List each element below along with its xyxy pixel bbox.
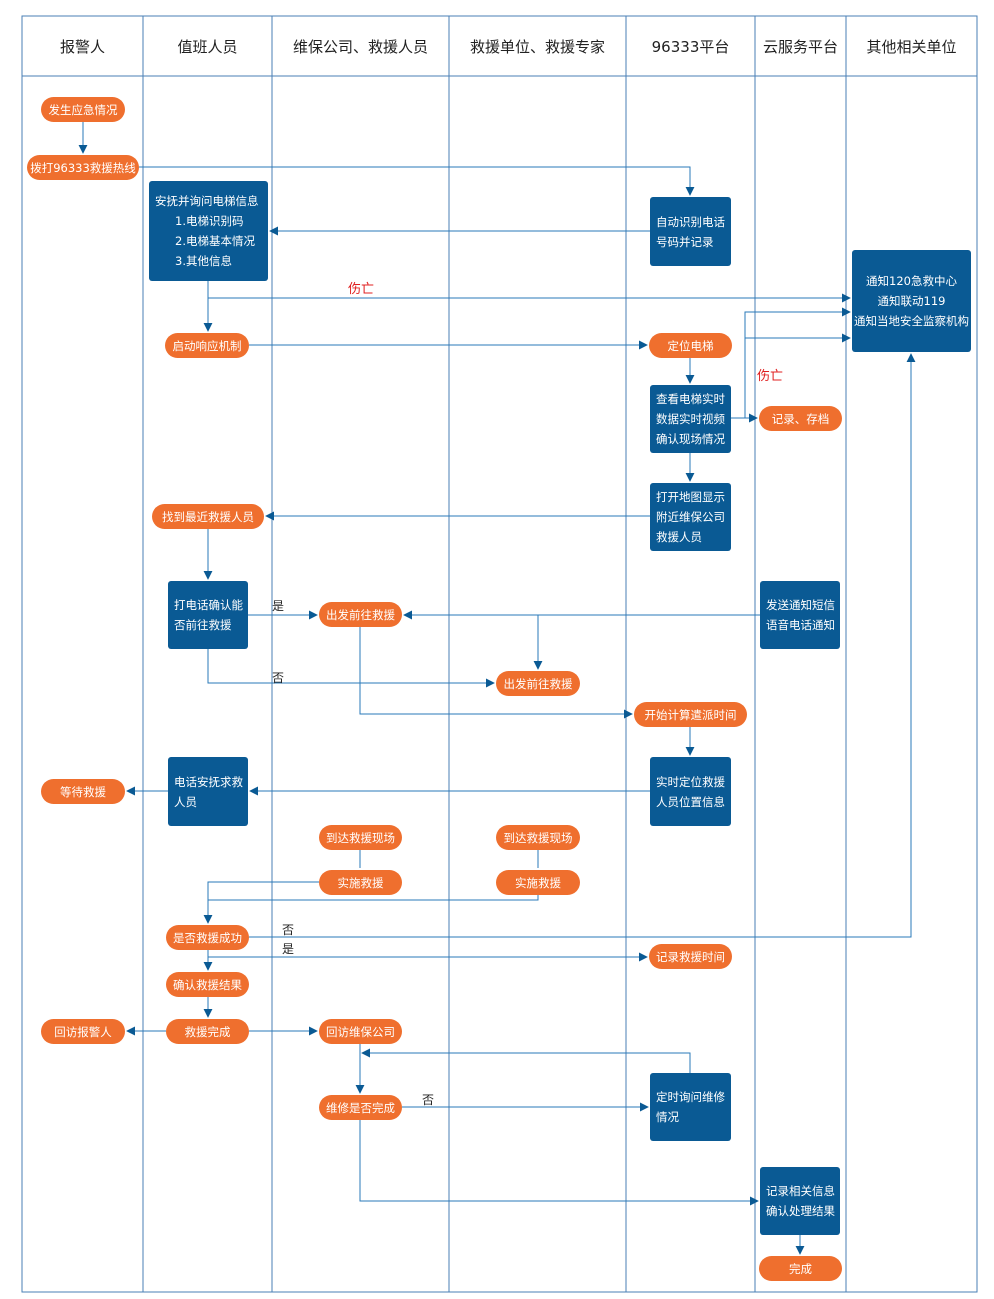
node-start-dispatch-timer: 开始计算遣派时间 xyxy=(634,702,747,727)
edge-check-yes xyxy=(207,950,648,962)
node-record-info-confirm: 记录相关信息 确认处理结果 xyxy=(760,1167,840,1235)
node-text-line: 打电话确认能 xyxy=(174,598,243,612)
node-text-line: 人员位置信息 xyxy=(656,794,725,809)
node-notify-agencies: 通知120急救中心 通知联动119 通知当地安全监察机构 xyxy=(852,250,971,352)
edge-perform-to-check xyxy=(203,881,319,924)
node-text-line: 记录相关信息 xyxy=(766,1184,835,1198)
node-text-line: 自动识别电话 xyxy=(656,214,725,229)
node-text-line: 情况 xyxy=(656,1110,679,1124)
label-yes-depart: 是 xyxy=(272,599,285,613)
node-depart-rescue-maintenance: 出发前往救援 xyxy=(319,602,402,627)
label-no-success: 否 xyxy=(282,923,295,937)
label-yes-success: 是 xyxy=(282,942,295,956)
node-text-line: 查看电梯实时 xyxy=(656,392,725,406)
node-call-confirm: 打电话确认能 否前往救援 xyxy=(168,581,248,649)
node-arrive-scene-rescue-unit: 到达救援现场 xyxy=(496,825,580,850)
node-text-line: 数据实时视频 xyxy=(656,412,725,426)
node-open-map: 打开地图显示 附近维保公司 救援人员 xyxy=(650,483,731,551)
node-text-line: 号码并记录 xyxy=(656,234,714,249)
edge-repair-to-record xyxy=(359,1120,759,1206)
node-call-hotline: 拨打96333救援热线 xyxy=(27,155,139,180)
node-locate-elevator: 定位电梯 xyxy=(649,333,732,358)
node-record-archive: 记录、存档 xyxy=(759,406,842,431)
node-text-line: 否前往救援 xyxy=(174,618,232,632)
node-text-line: 定时询问维修 xyxy=(656,1090,725,1104)
node-perform-rescue-maintenance: 实施救援 xyxy=(319,870,402,895)
lane-header-duty-staff: 值班人员 xyxy=(177,37,238,56)
node-text-line: 语音电话通知 xyxy=(766,618,835,632)
node-wait-rescue: 等待救援 xyxy=(41,779,125,804)
node-text-line: 确认处理结果 xyxy=(766,1204,835,1218)
node-text-line: 1.电梯识别码 xyxy=(175,214,244,228)
node-phone-comfort: 电话安抚求救 人员 xyxy=(168,757,248,826)
node-text-line: 打开地图显示 xyxy=(656,490,725,504)
edge-call-no xyxy=(207,649,495,688)
lane-header-reporter: 报警人 xyxy=(59,37,105,56)
node-text-line: 实时定位救援 xyxy=(656,774,725,789)
node-text-line: 电话安抚求救 xyxy=(174,774,243,789)
label-casualty-2: 伤亡 xyxy=(757,369,784,384)
lane-header-96333: 96333平台 xyxy=(651,37,730,56)
lane-grid xyxy=(21,15,978,1293)
node-rescue-complete: 救援完成 xyxy=(166,1019,249,1044)
node-revisit-reporter: 回访报警人 xyxy=(41,1019,125,1044)
lane-header-cloud: 云服务平台 xyxy=(762,37,838,56)
node-record-rescue-time: 记录救援时间 xyxy=(649,944,732,969)
node-text-line: 人员 xyxy=(174,794,197,809)
lane-header-others: 其他相关单位 xyxy=(866,37,957,56)
node-start-response: 启动响应机制 xyxy=(165,333,249,358)
node-text-line: 3.其他信息 xyxy=(175,254,232,268)
node-repair-complete-check: 维修是否完成 xyxy=(319,1095,402,1120)
node-depart-rescue-unit: 出发前往救援 xyxy=(496,671,580,696)
edge-ask-to-notify xyxy=(207,281,851,303)
label-no-depart: 否 xyxy=(272,671,285,685)
edge-inquiry-to-repair xyxy=(361,1048,691,1073)
edge-perform-unit-to-check xyxy=(208,895,539,901)
label-casualty-1: 伤亡 xyxy=(348,282,375,297)
edge-record-to-notify-2 xyxy=(744,333,851,418)
label-no-repair: 否 xyxy=(422,1093,435,1107)
node-find-nearest-rescuer: 找到最近救援人员 xyxy=(152,504,264,529)
node-ask-elevator-info: 安抚并询问电梯信息 1.电梯识别码 2.电梯基本情况 3.其他信息 xyxy=(149,181,268,281)
node-periodic-repair-inquiry: 定时询问维修 情况 xyxy=(650,1073,731,1141)
node-text-line: 通知当地安全监察机构 xyxy=(854,314,969,328)
node-text-line: 通知联动119 xyxy=(877,294,946,308)
node-text-line: 附近维保公司 xyxy=(656,510,725,524)
node-confirm-rescue-result: 确认救援结果 xyxy=(166,972,249,997)
node-rescue-success-check: 是否救援成功 xyxy=(166,925,249,950)
node-perform-rescue-unit: 实施救援 xyxy=(496,870,580,895)
lane-header-maintenance: 维保公司、救援人员 xyxy=(292,37,428,56)
node-text-line: 发送通知短信 xyxy=(766,598,835,612)
edge-check-no xyxy=(249,353,916,938)
node-send-notification: 发送通知短信 语音电话通知 xyxy=(760,581,840,649)
node-view-realtime: 查看电梯实时 数据实时视频 确认现场情况 xyxy=(650,385,731,453)
connectors xyxy=(78,121,916,1255)
edge-call-to-identify xyxy=(139,166,695,196)
node-done: 完成 xyxy=(759,1256,842,1281)
node-text-line: 通知120急救中心 xyxy=(866,274,957,288)
node-text-line: 2.电梯基本情况 xyxy=(175,234,255,248)
node-arrive-scene-maintenance: 到达救援现场 xyxy=(319,825,402,850)
node-text-line: 救援人员 xyxy=(656,530,702,544)
edge-depart-to-timer xyxy=(359,627,633,719)
lane-header-rescue-unit: 救援单位、救援专家 xyxy=(469,37,605,56)
node-emergency-occurs: 发生应急情况 xyxy=(41,97,125,122)
node-revisit-maintenance: 回访维保公司 xyxy=(319,1019,402,1044)
node-text-line: 确认现场情况 xyxy=(656,432,725,446)
node-text-line: 安抚并询问电梯信息 xyxy=(155,194,259,208)
node-auto-identify-phone: 自动识别电话 号码并记录 xyxy=(650,197,731,266)
node-realtime-locate: 实时定位救援 人员位置信息 xyxy=(650,757,731,826)
